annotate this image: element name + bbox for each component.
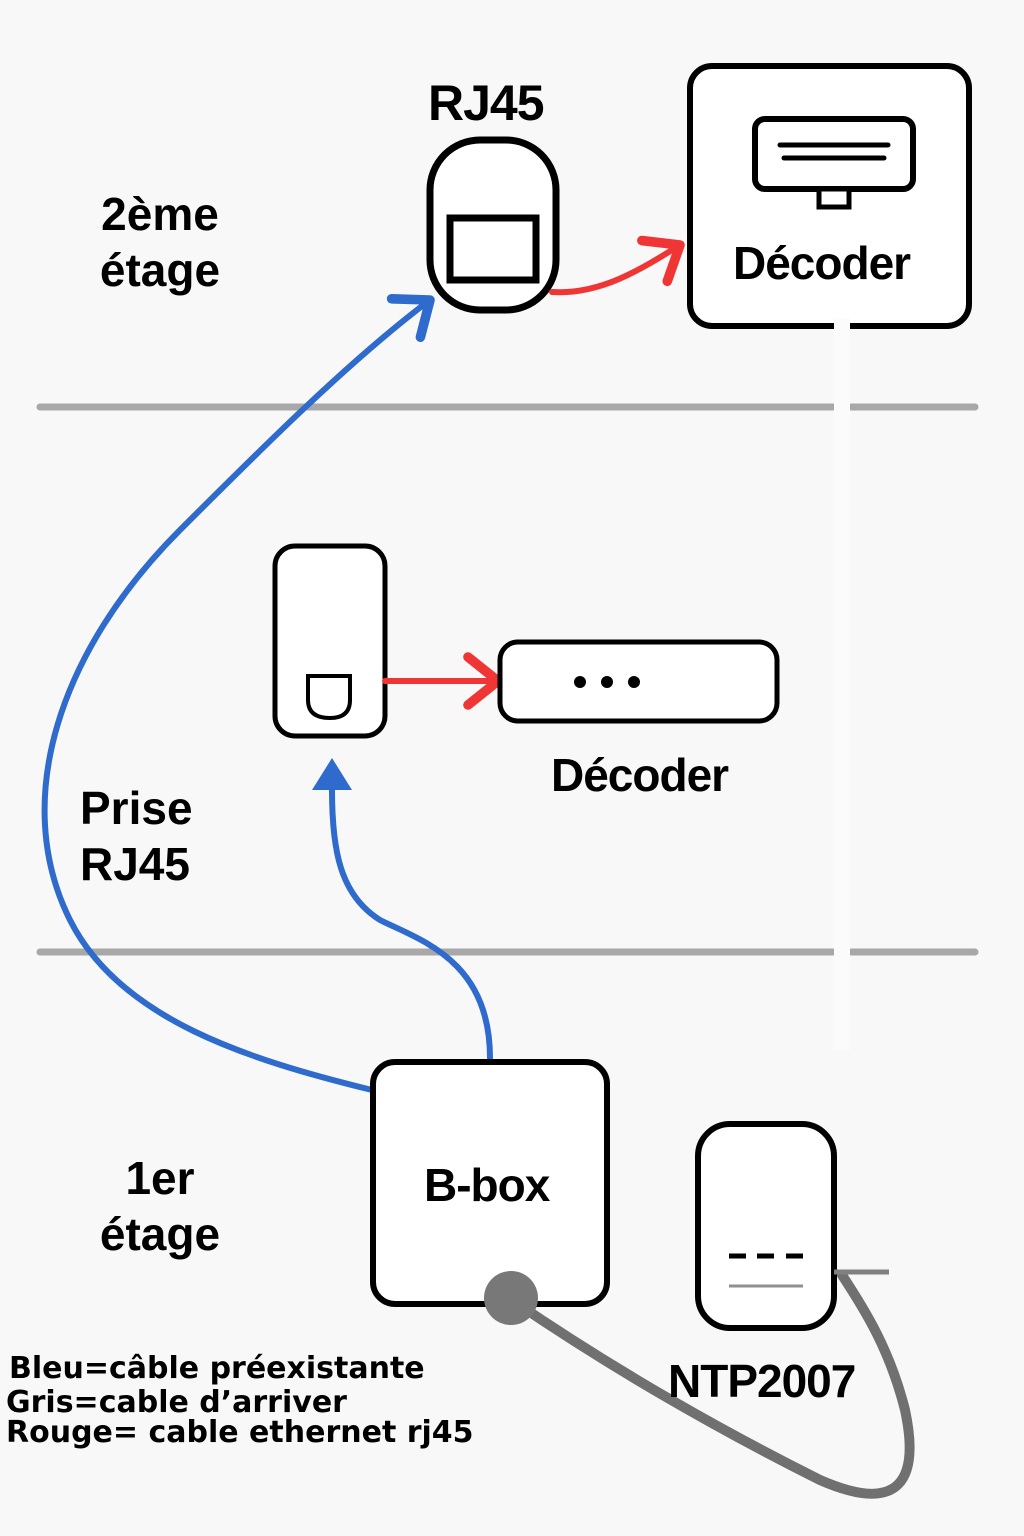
bbox-label: B-box	[424, 1159, 550, 1211]
ntp2007-device[interactable]	[695, 1121, 837, 1331]
dot-icon	[574, 676, 586, 688]
ntp-status-icon	[729, 1253, 803, 1288]
floor-label-upper-line1: 2ème	[101, 188, 219, 240]
prise-label-line1: Prise	[80, 782, 193, 834]
floor-label-upper: 2ème étage	[60, 186, 260, 298]
prise-rj45-label: Prise RJ45	[80, 780, 193, 892]
red-cable-upper	[549, 235, 685, 296]
legend-red: Rouge= cable ethernet rj45	[6, 1415, 474, 1450]
ntp2007-label: NTP2007	[668, 1355, 856, 1407]
decoder-upper[interactable]	[687, 63, 972, 329]
floor-label-lower-line2: étage	[99, 1208, 221, 1260]
rj45-upper-label: RJ45	[428, 75, 545, 131]
rj45-port-icon	[446, 214, 540, 284]
dot-icon	[628, 676, 640, 688]
legend: Bleu=câble préexistante Gris=cable d’arr…	[6, 1352, 474, 1450]
bbox-cable-port-icon	[484, 1271, 538, 1325]
floor-label-upper-line2: étage	[99, 244, 221, 296]
legend-gray: Gris=cable d’arriver	[6, 1385, 347, 1420]
floor-label-lower: 1er étage	[60, 1150, 260, 1262]
decoder-mid-label: Décoder	[551, 749, 729, 801]
rj45-outlet-upper[interactable]	[426, 136, 560, 314]
prise-rj45-mid[interactable]	[272, 543, 388, 739]
blue-cable-to-prise	[329, 787, 493, 1061]
dot-icon	[601, 676, 613, 688]
blue-arrowhead-prise	[312, 758, 352, 790]
prise-port-icon	[306, 674, 352, 721]
decoder-upper-label: Décoder	[733, 237, 911, 289]
blue-cable-to-upper-rj45	[41, 294, 435, 1093]
decoder-device-icon	[752, 116, 916, 210]
decoder-mid[interactable]	[497, 639, 780, 724]
floor-label-lower-line1: 1er	[125, 1152, 195, 1204]
gray-cable-arrival	[507, 1270, 915, 1499]
legend-blue: Bleu=câble préexistante	[9, 1351, 425, 1386]
prise-label-line2: RJ45	[80, 838, 190, 890]
